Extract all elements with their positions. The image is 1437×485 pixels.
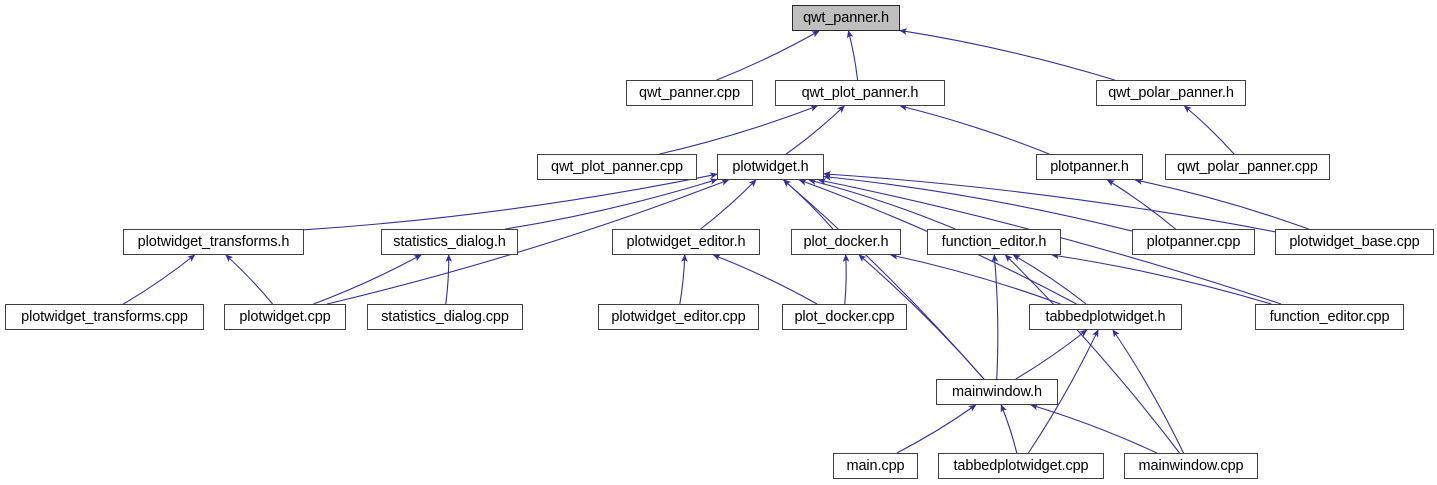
graph-edge [782, 179, 834, 230]
graph-node-label: plotwidget_transforms.h [137, 233, 290, 250]
graph-edge [896, 404, 977, 454]
graph-node-label: plotwidget.cpp [239, 308, 331, 325]
graph-edge [659, 105, 819, 155]
graph-node-label: qwt_plot_panner.h [801, 84, 919, 101]
graph-edge [445, 254, 453, 305]
graph-node-plot-docker-h[interactable]: plot_docker.h [791, 229, 901, 255]
graph-node-label: qwt_panner.h [803, 9, 889, 26]
graph-node-label: statistics_dialog.cpp [381, 308, 509, 325]
graph-edge [808, 178, 956, 230]
graph-node-qwt-panner-h[interactable]: qwt_panner.h [792, 5, 900, 31]
graph-node-plotpanner-h[interactable]: plotpanner.h [1036, 154, 1143, 180]
graph-edge [842, 254, 850, 305]
graph-edge [1015, 329, 1088, 380]
graph-edge [505, 178, 718, 230]
graph-node-plotpanner-cpp[interactable]: plotpanner.cpp [1132, 229, 1255, 255]
graph-node-label: qwt_polar_panner.cpp [1177, 158, 1318, 175]
graph-node-main-cpp[interactable]: main.cpp [833, 453, 918, 479]
graph-node-tabbedplotwidget-cpp[interactable]: tabbedplotwidget.cpp [938, 453, 1104, 479]
graph-node-function-editor-h[interactable]: function_editor.h [927, 229, 1061, 255]
graph-node-qwt-panner-cpp[interactable]: qwt_panner.cpp [626, 80, 753, 106]
graph-node-function-editor-cpp[interactable]: function_editor.cpp [1255, 304, 1404, 330]
graph-node-label: plotpanner.h [1050, 158, 1129, 175]
graph-edge [1183, 105, 1235, 155]
graph-node-label: function_editor.h [941, 233, 1047, 250]
graph-node-mainwindow-h[interactable]: mainwindow.h [936, 379, 1058, 405]
graph-edge [1112, 329, 1185, 454]
graph-edge [712, 254, 818, 305]
graph-edge [785, 105, 845, 155]
graph-node-plot-docker-cpp[interactable]: plot_docker.cpp [782, 304, 907, 330]
graph-node-label: plotwidget_transforms.cpp [21, 308, 188, 325]
graph-node-plotwidget-cpp[interactable]: plotwidget.cpp [224, 304, 346, 330]
graph-edge [890, 253, 1061, 305]
graph-edge [1000, 404, 1018, 454]
graph-edge [899, 104, 1050, 155]
graph-node-label: statistics_dialog.h [393, 233, 506, 250]
graph-node-label: tabbedplotwidget.h [1045, 308, 1166, 325]
graph-node-statistics-dialog-cpp[interactable]: statistics_dialog.cpp [367, 304, 523, 330]
graph-node-plotwidget-transforms-cpp[interactable]: plotwidget_transforms.cpp [5, 304, 204, 330]
graph-node-qwt-plot-panner-h[interactable]: qwt_plot_panner.h [775, 80, 945, 106]
graph-edge [679, 254, 688, 305]
graph-node-label: plotpanner.cpp [1146, 233, 1241, 250]
graph-node-plotwidget-editor-h[interactable]: plotwidget_editor.h [612, 229, 760, 255]
graph-edge [782, 179, 985, 380]
graph-node-label: plot_docker.h [803, 233, 889, 250]
graph-edge [1134, 178, 1309, 230]
graph-edge [899, 28, 1115, 81]
graph-edge [1012, 254, 1087, 305]
graph-node-label: mainwindow.cpp [1138, 457, 1244, 474]
graph-node-label: plotwidget_editor.cpp [611, 308, 746, 325]
graph-node-label: plotwidget.h [732, 158, 809, 175]
graph-node-label: plot_docker.cpp [794, 308, 895, 325]
graph-edge [1030, 403, 1158, 454]
graph-node-label: qwt_panner.cpp [639, 84, 740, 101]
graph-edge [700, 179, 757, 230]
graph-node-label: function_editor.cpp [1269, 308, 1390, 325]
graph-node-plotwidget-base-cpp[interactable]: plotwidget_base.cpp [1275, 229, 1434, 255]
graph-node-label: qwt_plot_panner.cpp [551, 158, 683, 175]
graph-node-qwt-polar-panner-cpp[interactable]: qwt_polar_panner.cpp [1165, 154, 1330, 180]
graph-node-label: main.cpp [846, 457, 905, 474]
graph-edge [716, 30, 820, 81]
graph-node-label: mainwindow.h [952, 383, 1042, 400]
graph-edge [823, 173, 1133, 232]
graph-edge [823, 171, 1276, 233]
graph-edge [846, 30, 859, 81]
graph-node-mainwindow-cpp[interactable]: mainwindow.cpp [1124, 453, 1258, 479]
graph-edge [313, 254, 422, 305]
graph-node-label: plotwidget_editor.h [626, 233, 746, 250]
graph-edge [1051, 252, 1272, 305]
graph-edge [303, 172, 718, 231]
graph-node-label: qwt_polar_panner.h [1108, 84, 1234, 101]
graph-edge [1004, 254, 1181, 454]
graph-node-qwt-polar-panner-h[interactable]: qwt_polar_panner.h [1096, 80, 1246, 106]
graph-node-label: plotwidget_base.cpp [1289, 233, 1420, 250]
graph-node-statistics-dialog-h[interactable]: statistics_dialog.h [381, 229, 518, 255]
graph-edge [123, 254, 196, 305]
graph-node-tabbedplotwidget-h[interactable]: tabbedplotwidget.h [1029, 304, 1182, 330]
graph-node-plotwidget-h[interactable]: plotwidget.h [717, 154, 824, 180]
graph-node-plotwidget-editor-cpp[interactable]: plotwidget_editor.cpp [598, 304, 759, 330]
graph-edge [1106, 179, 1176, 230]
graph-node-label: tabbedplotwidget.cpp [953, 457, 1089, 474]
graph-node-qwt-plot-panner-cpp[interactable]: qwt_plot_panner.cpp [537, 154, 697, 180]
graph-node-plotwidget-transforms-h[interactable]: plotwidget_transforms.h [123, 229, 304, 255]
graph-edge [991, 254, 999, 380]
graph-edge [225, 254, 274, 305]
